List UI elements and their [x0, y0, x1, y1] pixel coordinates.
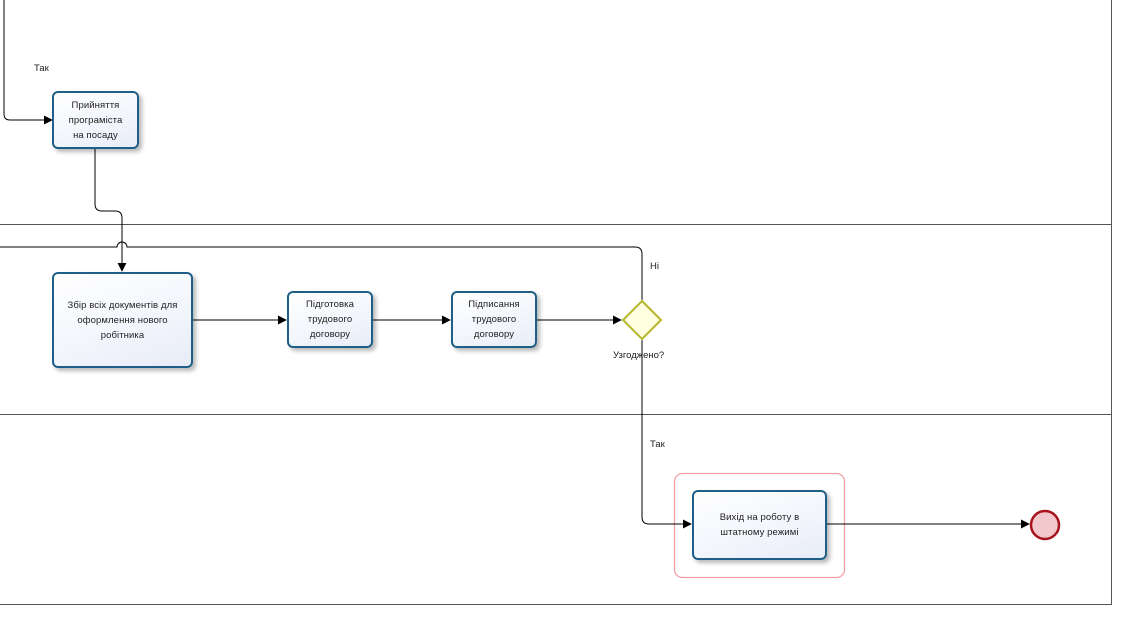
flow-label-no: Ні	[650, 261, 659, 272]
group-highlight	[673, 472, 846, 579]
task-prepare-contract[interactable]: Підготовка трудового договору	[287, 291, 373, 348]
exclusive-gateway[interactable]	[621, 299, 663, 341]
end-event-icon	[1029, 509, 1061, 541]
task-hire-programmer[interactable]: Прийняття програміста на посаду	[52, 91, 139, 149]
flow-into-hire[interactable]	[3, 0, 53, 125]
task-sign-contract[interactable]: Підписання трудового договору	[451, 291, 537, 348]
flow-label-yes-top: Так	[34, 63, 49, 74]
sequence-flows	[0, 0, 1030, 529]
flow-label-yes-bottom: Так	[650, 439, 665, 450]
gateway-label: Узгоджено?	[613, 350, 665, 361]
flow-hire-to-collect[interactable]	[94, 149, 127, 272]
task-start-work[interactable]: Вихід на роботу в штатному режимі	[692, 490, 827, 560]
flow-gateway-no-loop[interactable]	[0, 241, 643, 301]
end-event[interactable]	[1029, 509, 1061, 541]
flow-gateway-yes[interactable]	[641, 340, 692, 529]
pool-lanes	[0, 0, 1112, 605]
exclusive-gateway-diamond-icon	[621, 299, 663, 341]
task-collect-documents[interactable]: Збір всіх документів для оформлення ново…	[52, 272, 193, 368]
